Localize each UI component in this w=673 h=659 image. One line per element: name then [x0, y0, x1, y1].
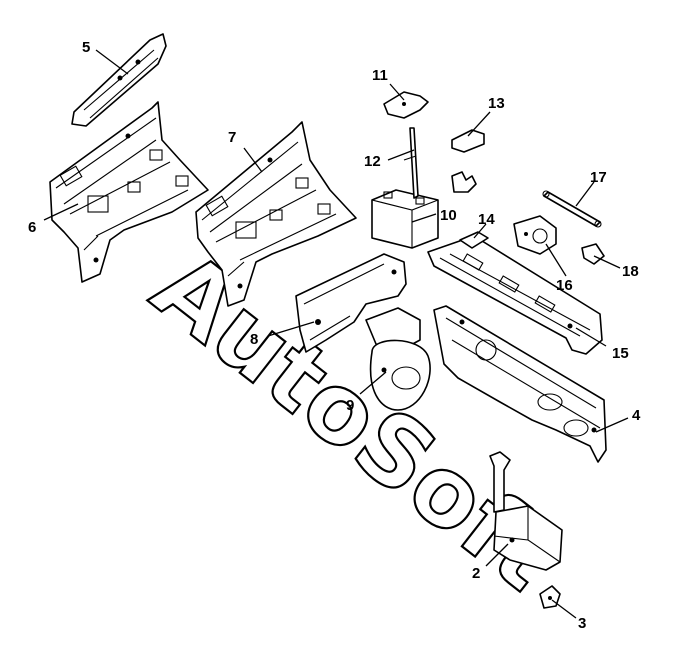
- leader-lines: [43, 49, 629, 619]
- part-9-duct: [365, 307, 431, 411]
- label-7: 7: [228, 129, 236, 146]
- part-18-fitting: [581, 243, 605, 265]
- label-17: 17: [590, 169, 607, 186]
- label-3: 3: [578, 615, 586, 632]
- label-18: 18: [622, 263, 639, 280]
- part-13-clips: [451, 129, 485, 193]
- part-7-panel: [195, 121, 357, 307]
- part-3-bracket: [539, 585, 561, 609]
- label-14: 14: [478, 211, 495, 228]
- label-4: 4: [632, 407, 641, 424]
- label-13: 13: [488, 95, 505, 112]
- label-12: 12: [364, 153, 381, 170]
- label-10: 10: [440, 207, 457, 224]
- part-2-reservoir: [489, 451, 563, 571]
- part-10-battery: [371, 189, 439, 249]
- part-5-bracket: [71, 33, 167, 127]
- label-9: 9: [346, 397, 354, 414]
- label-2: 2: [472, 565, 480, 582]
- part-15-cowl-panel: [427, 231, 603, 355]
- label-11: 11: [372, 67, 388, 84]
- label-8: 8: [250, 331, 258, 348]
- part-11-clamp: [383, 91, 429, 119]
- part-12-rod: [403, 127, 419, 199]
- part-17-link-rod: [542, 190, 602, 228]
- part-4-dash-panel: [433, 305, 607, 463]
- callout-labels: 5 6 7 8 9 10 11 12 13 14 15 16 17 18 4 2…: [28, 39, 641, 632]
- part-16-motor: [513, 215, 557, 255]
- part-14-cap: [459, 231, 489, 249]
- label-16: 16: [556, 277, 573, 294]
- part-6-panel: [49, 101, 209, 283]
- part-8-plate: [295, 253, 407, 353]
- label-5: 5: [82, 39, 90, 56]
- label-15: 15: [612, 345, 629, 362]
- label-6: 6: [28, 219, 36, 236]
